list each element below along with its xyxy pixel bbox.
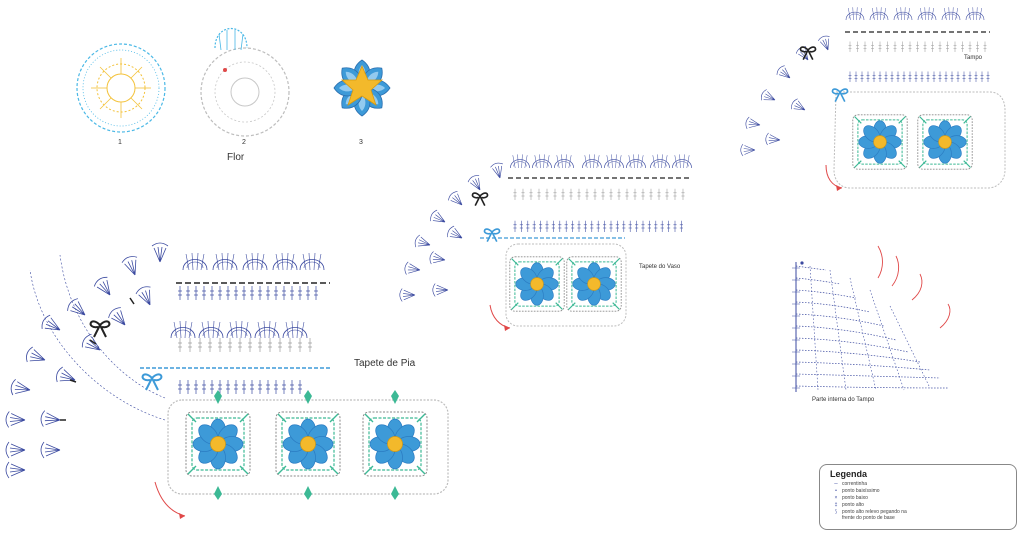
legend-item-label: ponto baixo (842, 495, 868, 501)
flower-step-1-label: 1 (118, 139, 122, 146)
vase-rug-direction-arrow (489, 304, 511, 329)
vase-rug-corner-fan (399, 161, 507, 302)
lid-corner-fan (740, 34, 849, 157)
flower-step-1-diagram (76, 43, 166, 133)
lid-inner-title: Parte interna do Tampo (812, 397, 875, 403)
flower-step-2-label: 2 (242, 139, 246, 146)
single-crochet-icon: × (834, 495, 838, 501)
sink-rug-column-rows (140, 282, 330, 395)
double-crochet-icon: ‡ (834, 502, 838, 508)
sink-rug-diagram (5, 242, 449, 519)
vase-rug-diagram (399, 154, 692, 331)
lid-inner-direction-arrows (877, 245, 951, 329)
legend-item-label: ponto baixíssimo (842, 488, 880, 494)
flower-title: Flor (227, 152, 245, 163)
slip-stitch-icon: • (835, 488, 837, 494)
flower-step-3-label: 3 (359, 139, 363, 146)
sink-rug-square-row (167, 390, 449, 500)
legend-item-label: ponto alto relevo pegando na (842, 509, 907, 515)
legend-item: frente do ponto de base (830, 515, 895, 521)
front-post-stitch-icon: ⟆ (835, 509, 837, 515)
sink-rug-title: Tapete de Pia (354, 358, 416, 369)
flower-step-3-drawing (333, 59, 391, 117)
vase-rug-title: Tapete do Vaso (639, 264, 681, 270)
lid-title: Tampo (964, 55, 983, 61)
lid-square-row (853, 115, 972, 169)
legend-item-label: correntinha (842, 481, 868, 487)
legend-item: ∼correntinha (830, 481, 867, 487)
chain-stitch-icon: ∼ (833, 481, 839, 487)
lid-inner-diagram (792, 245, 951, 392)
legend-item: ⟆ ponto alto relevo pegando na (830, 509, 907, 515)
legend-item-label: frente do ponto de base (842, 515, 895, 521)
legend-item: ‡ ponto alto (830, 502, 864, 508)
sink-rug-top-shells (182, 252, 325, 271)
sink-rug-corner-fan (5, 242, 169, 479)
legend-item: • ponto baixíssimo (830, 488, 880, 494)
legend-box: Legenda ∼correntinha • ponto baixíssimo ×… (819, 464, 1017, 530)
flower-step-2-diagram (200, 27, 290, 137)
lid-diagram (740, 6, 1006, 191)
legend-item-label: ponto alto (842, 502, 864, 508)
legend-item: × ponto baixo (830, 495, 868, 501)
legend-title: Legenda (830, 469, 868, 479)
vase-rug-square-row (505, 243, 627, 327)
